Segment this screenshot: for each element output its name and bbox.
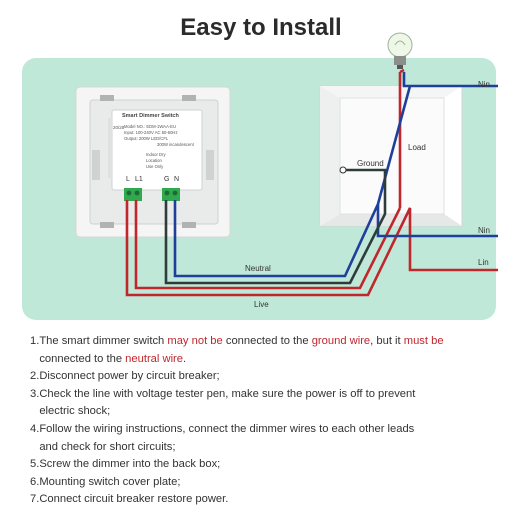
step-text: 3.Check the line with voltage tester pen… (30, 387, 416, 400)
step-text: 6.Mounting switch cover plate; (30, 475, 181, 488)
device-location: Location (146, 158, 162, 163)
install-steps: 1.The smart dimmer switch may not be con… (30, 333, 500, 509)
step-line: 5.Screw the dimmer into the back box; (30, 456, 500, 474)
device-output-2: 300W incandescent (157, 142, 194, 147)
step-text: . (183, 352, 187, 365)
device-use-only: Use Only (146, 164, 164, 169)
step-highlight: neutral wire (125, 352, 183, 365)
label-lin-right: Lin (478, 258, 489, 267)
load-wire (134, 200, 402, 290)
step-line: 4.Follow the wiring instructions, connec… (30, 421, 500, 439)
device-input: Input: 100-240V AC 50-60Hz (124, 130, 178, 135)
ground-wire (164, 168, 387, 285)
device-side-code: 20/28 (113, 125, 125, 130)
terminal-block-left (124, 188, 142, 201)
label-load: Load (408, 143, 426, 152)
step-line: and check for short circuits; (30, 439, 500, 457)
light-bulb-icon (387, 32, 413, 69)
dimmer-switch-plate (75, 86, 231, 238)
terminal-label-g: G (164, 176, 170, 183)
label-neutral: Neutral (245, 264, 271, 273)
label-ground: Ground (357, 159, 384, 168)
step-highlight: may not be (167, 335, 223, 347)
live-wire (125, 68, 498, 297)
step-text: 4.Follow the wiring instructions, connec… (30, 422, 415, 435)
step-highlight: must be (403, 335, 444, 347)
device-indoor: Indoor Dry (146, 152, 166, 157)
device-output: Output: 200W LED/CFL (124, 136, 169, 141)
step-highlight: ground wire (311, 335, 371, 347)
step-line: 3.Check the line with voltage tester pen… (30, 386, 500, 404)
terminal-block-right (162, 188, 180, 201)
step-text: 2.Disconnect power by circuit breaker; (30, 370, 220, 383)
step-line: 1.The smart dimmer switch may not be con… (30, 333, 500, 351)
label-live: Live (254, 300, 269, 309)
step-text: 5.Screw the dimmer into the back box; (30, 458, 221, 471)
label-nin-right: Nin (478, 226, 491, 235)
device-model: Model NO.: EDM-1WAA-EU (124, 124, 176, 129)
step-text: 7.Connect circuit breaker restore power. (30, 493, 229, 506)
step-text: electric shock; (30, 405, 111, 418)
step-text: connected to the (222, 335, 312, 347)
ground-screw-icon (339, 166, 347, 174)
step-text: , but it (370, 335, 404, 347)
step-line: connected to the neutral wire. (30, 351, 500, 369)
step-line: electric shock; (30, 403, 500, 421)
step-text: and check for short circuits; (30, 440, 176, 453)
step-text: 1.The smart dimmer switch (30, 335, 168, 347)
terminal-label-n: N (174, 176, 180, 183)
device-name: Smart Dimmer Switch (122, 113, 179, 119)
step-line: 2.Disconnect power by circuit breaker; (30, 368, 500, 386)
step-text: connected to the (30, 352, 126, 365)
step-line: 6.Mounting switch cover plate; (30, 474, 500, 492)
label-nin-top: Nin (478, 80, 491, 89)
terminal-label-l1: L1 (135, 176, 143, 183)
page-title: Easy to Install (180, 14, 342, 41)
terminal-label-l: L (126, 176, 130, 183)
neutral-wire (173, 72, 498, 278)
wiring-diagram (75, 32, 498, 297)
step-line: 7.Connect circuit breaker restore power. (30, 491, 500, 509)
